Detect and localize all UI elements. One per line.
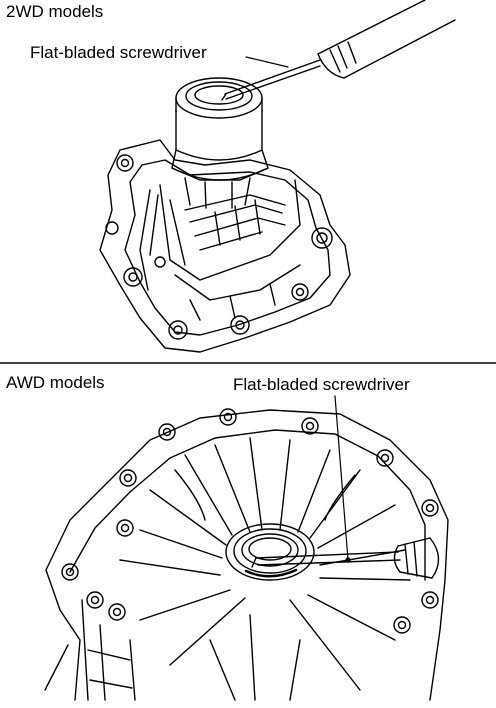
callout-label-awd: Flat-bladed screwdriver [233,375,410,394]
callout-leader-2wd [246,57,288,67]
screwdriver-awd [252,538,439,578]
callout-label-2wd: Flat-bladed screwdriver [30,43,207,62]
panel-title-awd: AWD models [6,373,105,392]
screwdriver-2wd [222,0,455,100]
extension-housing-2wd [100,78,350,352]
callout-leader-awd [335,396,348,560]
transmission-case-awd [45,409,448,700]
panel-title-2wd: 2WD models [6,2,104,21]
